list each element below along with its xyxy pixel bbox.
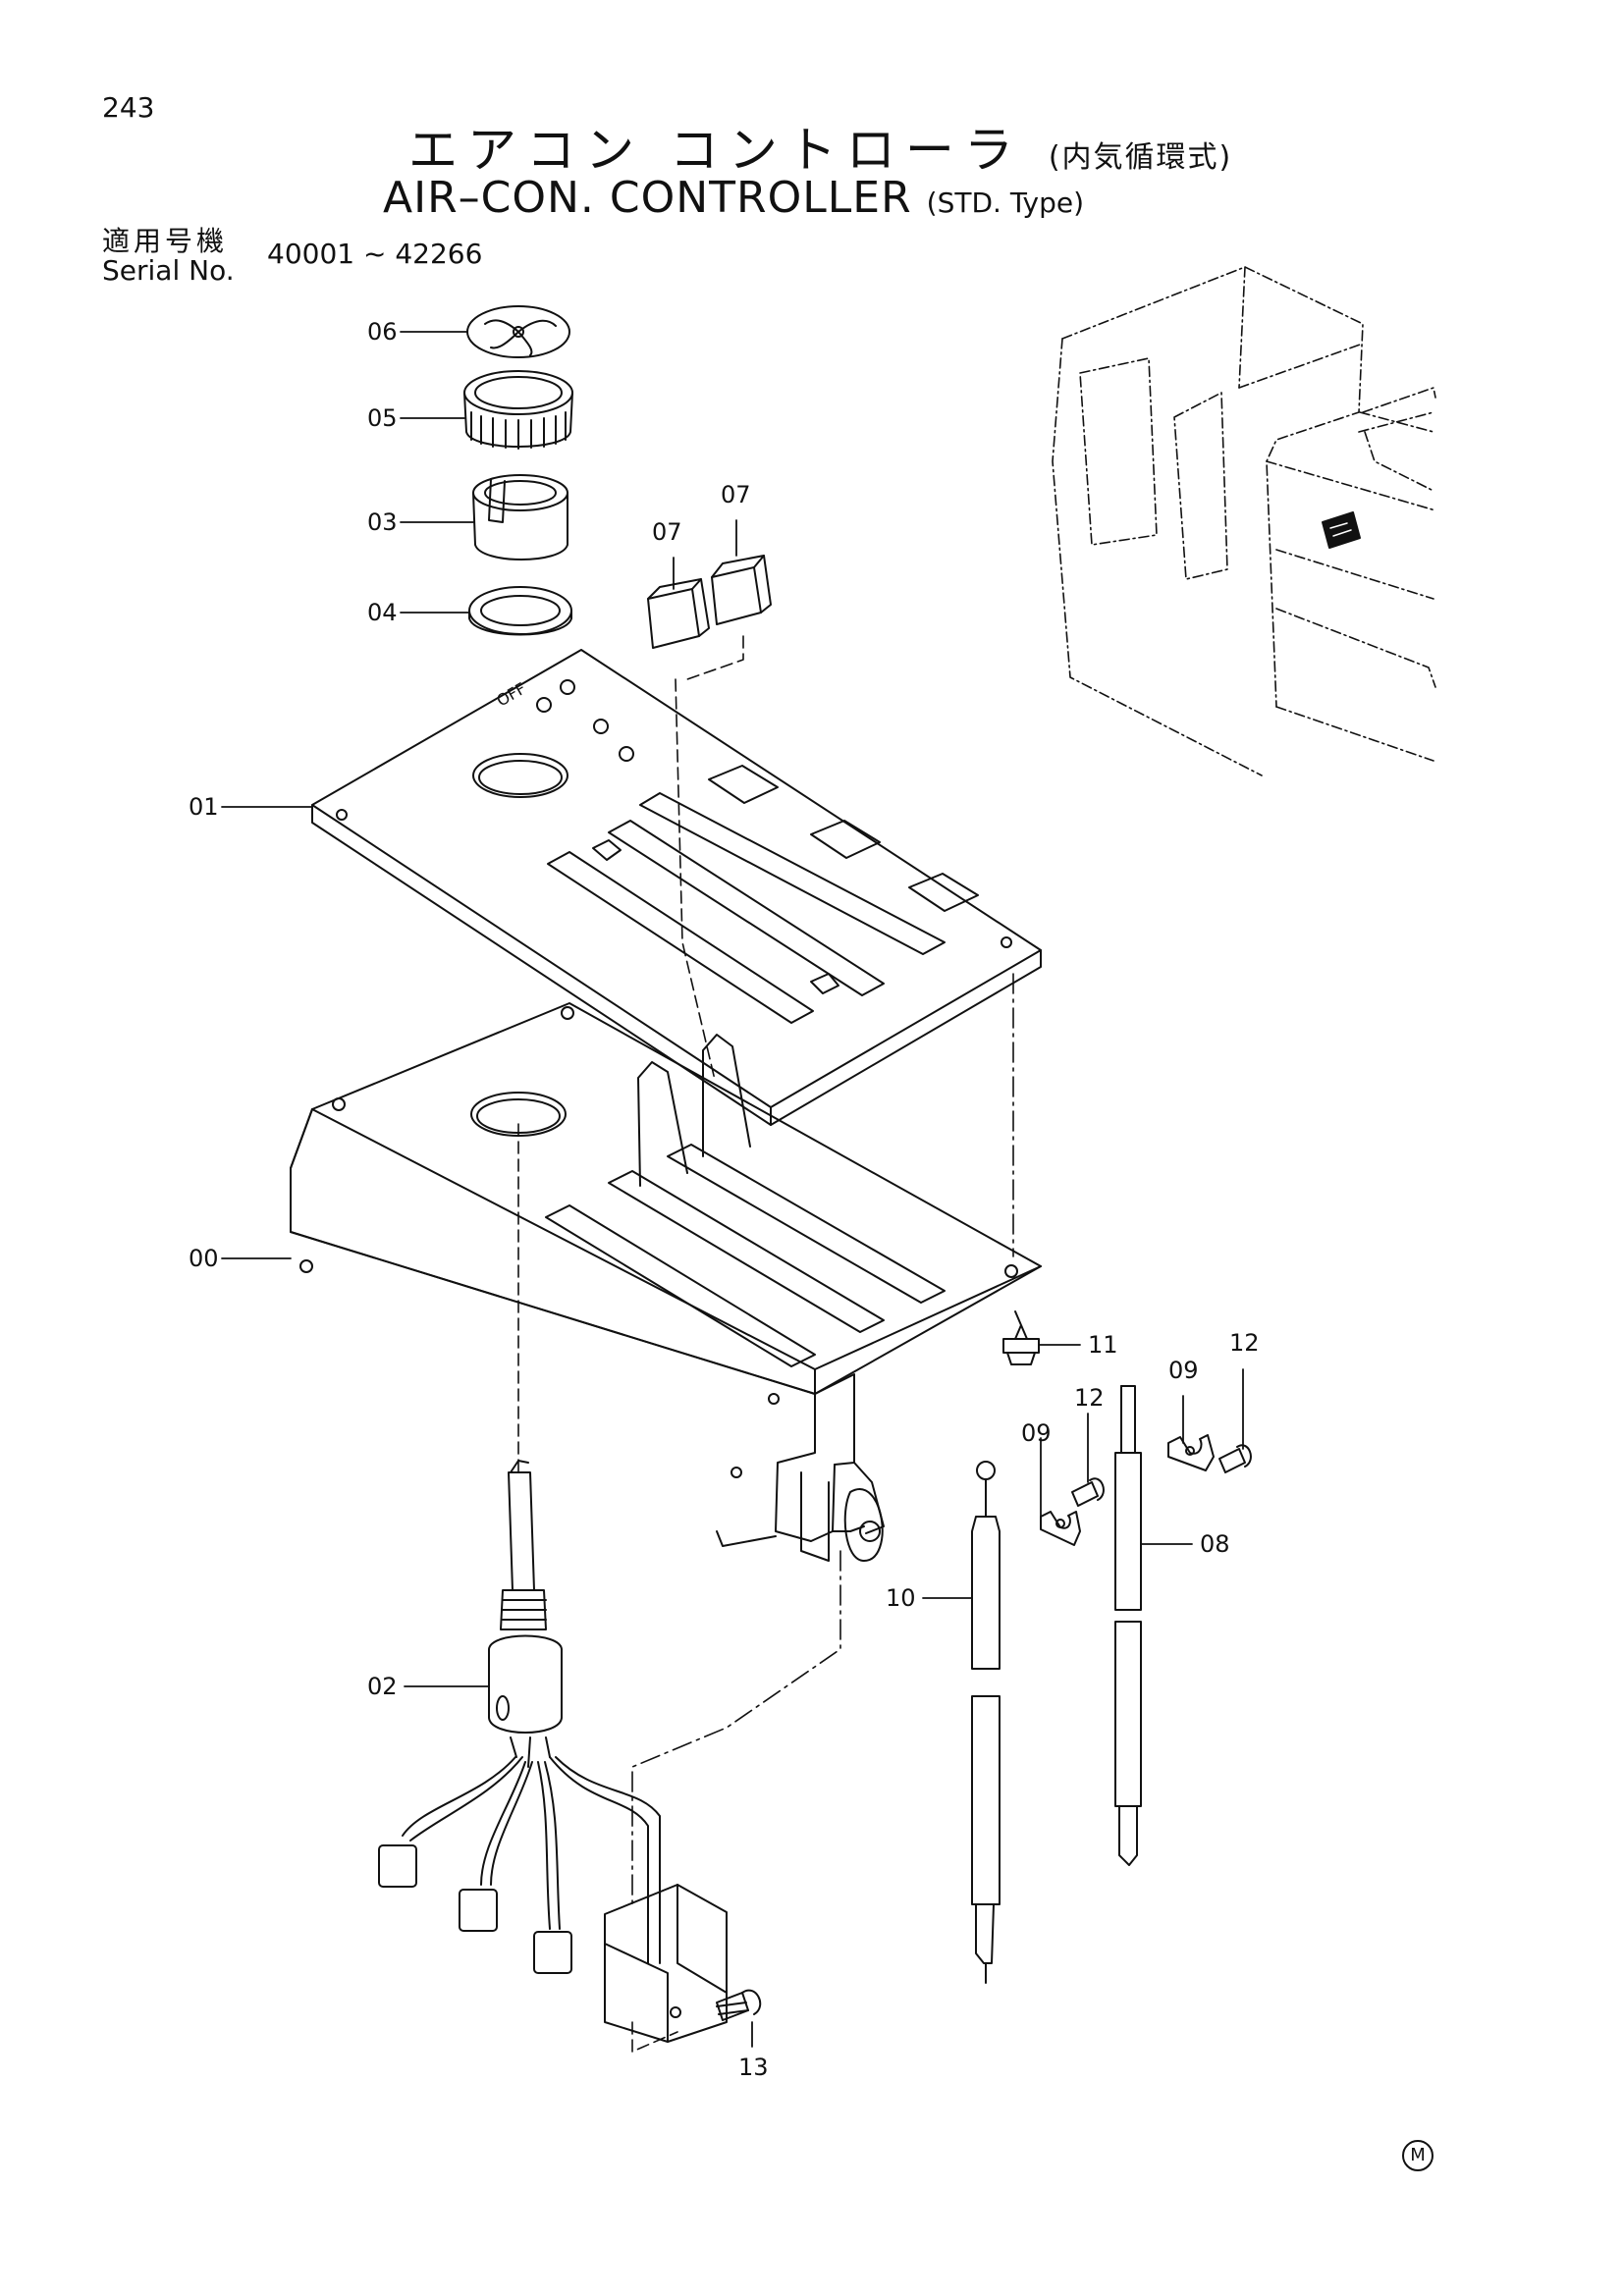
part-07-slide-knob-right xyxy=(711,555,772,625)
callout-05: 05 xyxy=(367,404,398,432)
maker-mark: M xyxy=(1402,2140,1434,2171)
serial-range: 40001 ~ 42266 xyxy=(267,238,483,270)
callout-06: 06 xyxy=(367,318,398,346)
serial-label-english: Serial No. xyxy=(102,254,235,287)
callout-08: 08 xyxy=(1200,1530,1230,1558)
callout-02: 02 xyxy=(367,1673,398,1700)
part-12-screw-lower xyxy=(1071,1477,1105,1507)
part-02-control-module xyxy=(604,1884,728,2043)
callout-04: 04 xyxy=(367,599,398,626)
part-13-screw xyxy=(716,1989,762,2021)
callout-12-lower: 12 xyxy=(1074,1384,1105,1412)
title-japanese-sub: (内気循環式) xyxy=(1048,140,1233,175)
excavator-cab-inset xyxy=(1052,266,1436,776)
callout-10: 10 xyxy=(886,1584,916,1612)
callout-09-upper: 09 xyxy=(1168,1357,1199,1384)
title-english-sub: (STD. Type) xyxy=(926,187,1085,219)
part-00-housing xyxy=(290,1002,1042,1562)
part-04-seal-ring xyxy=(468,586,572,636)
part-08-control-cable xyxy=(1114,1385,1142,1866)
callout-07-right: 07 xyxy=(721,481,751,508)
part-02-rotary-switch xyxy=(488,1460,563,1768)
cab-controller-location xyxy=(1322,511,1361,549)
page-number: 243 xyxy=(102,91,155,124)
callout-09-lower: 09 xyxy=(1021,1419,1052,1447)
callout-03: 03 xyxy=(367,508,398,536)
title-english-main: AIR–CON. CONTROLLER xyxy=(383,173,912,223)
callout-07-left: 07 xyxy=(652,518,682,546)
leader-lines xyxy=(221,331,1244,2048)
callout-11: 11 xyxy=(1088,1331,1118,1359)
part-12-screw-upper xyxy=(1218,1444,1252,1473)
part-09-clamp-upper xyxy=(1167,1434,1215,1471)
title-japanese: エアコン コントローラ (内気循環式) xyxy=(408,126,1232,175)
part-09-clamp-lower xyxy=(1040,1511,1081,1546)
part-11-screw xyxy=(1002,1310,1040,1365)
part-03-knob-body xyxy=(472,474,568,561)
callout-01: 01 xyxy=(189,793,219,821)
callout-00: 00 xyxy=(189,1245,219,1272)
serial-label-japanese: 適用号機 xyxy=(102,225,229,257)
title-english: AIR–CON. CONTROLLER (STD. Type) xyxy=(383,177,1084,220)
part-05-knob-ring xyxy=(463,370,573,450)
part-01-faceplate xyxy=(311,649,1042,1126)
callout-13: 13 xyxy=(738,2054,769,2081)
part-02-wire-harness xyxy=(378,1756,661,1974)
callout-12-upper: 12 xyxy=(1229,1329,1260,1357)
title-japanese-main: エアコン コントローラ xyxy=(408,122,1023,179)
part-06-fan-cap xyxy=(466,305,570,358)
part-10-control-cable xyxy=(971,1461,1001,1984)
assembly-guide-lines xyxy=(517,635,1014,2053)
part-07-slide-knob-left xyxy=(647,578,710,649)
